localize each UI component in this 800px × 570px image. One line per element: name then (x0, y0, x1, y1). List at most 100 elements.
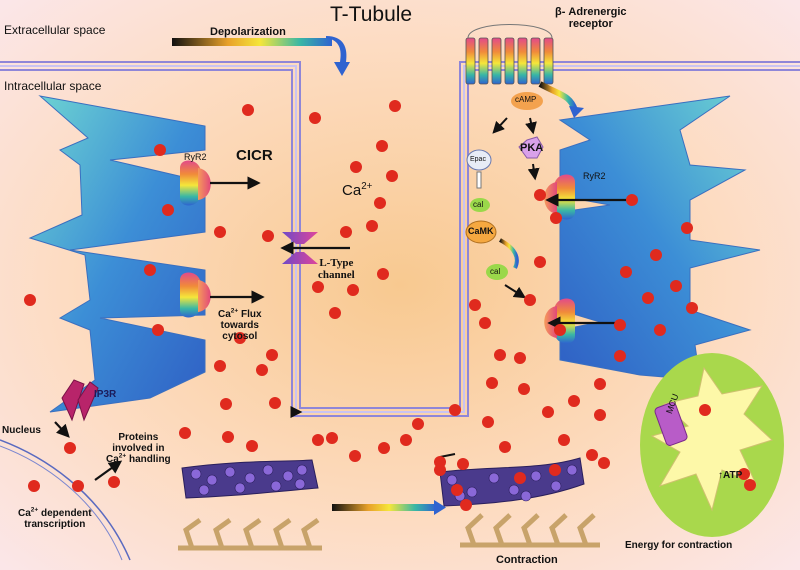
calcium-ion (499, 441, 511, 453)
camk-label: CaMK (468, 226, 494, 236)
extracellular-label: Extracellular space (4, 23, 106, 37)
calcium-ion (162, 204, 174, 216)
calcium-ion (28, 480, 40, 492)
transcription-ca: Ca (18, 508, 31, 519)
calcium-ion (542, 406, 554, 418)
calcium-ion (144, 264, 156, 276)
myofilament-fibers (190, 464, 578, 502)
calcium-ion (550, 212, 562, 224)
proteins-charge: 2+ (118, 452, 127, 460)
intracellular-label: Intracellular space (4, 79, 102, 93)
calcium-ion (72, 480, 84, 492)
depolarization-label: Depolarization (210, 26, 286, 38)
signaling-arrows (492, 117, 540, 299)
calcium-ion (626, 194, 638, 206)
calcium-ion (412, 418, 424, 430)
depolarization-arrow (172, 38, 332, 46)
calcium-ion (246, 440, 258, 452)
calcium-ions (24, 100, 756, 511)
calcium-ion (614, 350, 626, 362)
ryr2-left-top (180, 160, 211, 206)
calcium-ion (242, 104, 254, 116)
calcium-ion (460, 499, 472, 511)
calcium-ion (479, 317, 491, 329)
calcium-ion (234, 332, 246, 344)
contraction-arrowhead (434, 500, 446, 515)
calcium-ion (738, 468, 750, 480)
contraction-arrow (332, 504, 436, 511)
calcium-ion (347, 284, 359, 296)
calcium-ion (179, 427, 191, 439)
calcium-ion (598, 457, 610, 469)
calcium-ion (614, 319, 626, 331)
calcium-ion (744, 479, 756, 491)
flux-text: Flux (238, 309, 262, 320)
calcium-ion (154, 144, 166, 156)
mcu-channel (654, 402, 688, 446)
epac-label: Epac (470, 156, 486, 163)
receptor-signal-arrowhead (569, 106, 584, 118)
calcium-ion (350, 161, 362, 173)
cal-label-1: cal (473, 200, 484, 209)
flux-ca: Ca (218, 309, 231, 320)
calcium-ion (262, 230, 274, 242)
calcium-ion (514, 352, 526, 364)
calcium-ion (620, 266, 632, 278)
actin-filaments-left (178, 517, 322, 551)
calcium-ion (220, 398, 232, 410)
calcium-ion (469, 299, 481, 311)
calcium-ion (326, 432, 338, 444)
ryr2-left-bottom (180, 272, 211, 318)
ip3r-label: IP3R (94, 389, 117, 400)
camp-label: cAMP (515, 95, 537, 104)
transcription-label: Ca2+ dependent transcription (18, 506, 92, 530)
beta-adrenergic-receptor (465, 37, 554, 85)
calcium-ion (376, 140, 388, 152)
energy-label: Energy for contraction (625, 540, 733, 551)
camk-molecule (465, 220, 497, 244)
calcium-ion (400, 434, 412, 446)
epac-stalk (476, 171, 482, 189)
proteins-line2: involved in (112, 443, 165, 454)
calcium-label: Ca2+ (342, 182, 372, 200)
atp-label: ↑ATP (718, 470, 743, 481)
l-type-channel (282, 232, 318, 264)
calcium-ion (586, 449, 598, 461)
calcium-ion (681, 222, 693, 234)
calcium-ion (266, 349, 278, 361)
flux-label: Ca2+ Flux towards cytosol (218, 308, 262, 342)
contraction-feed-arrow (439, 453, 456, 458)
calcium-ion (389, 100, 401, 112)
transcription-end: dependent (38, 508, 92, 519)
calcium-ion (486, 377, 498, 389)
calcium-ion (554, 324, 566, 336)
calcium-ion (518, 383, 530, 395)
calcium-ion (312, 281, 324, 293)
calcium-ion (256, 364, 268, 376)
flux-label-line3: cytosol (222, 331, 258, 342)
ip3r-receptor (61, 379, 99, 422)
calcium-ion (534, 256, 546, 268)
calcium-label-text: Ca (342, 182, 362, 199)
calcium-ion (312, 434, 324, 446)
camp-molecule (511, 92, 543, 110)
calcium-ion (24, 294, 36, 306)
depolarization-arrowhead (326, 36, 350, 76)
calcium-ion (374, 197, 386, 209)
cal-molecule-2 (486, 264, 508, 280)
flux-label-line1: Ca2+ Flux (218, 308, 262, 320)
calcium-ion (650, 249, 662, 261)
calcium-ion (594, 409, 606, 421)
calcium-ion (366, 220, 378, 232)
receptor-loop (467, 24, 553, 39)
calcium-ion (699, 404, 711, 416)
calcium-ion (482, 416, 494, 428)
nucleus-envelope (0, 439, 131, 561)
calcium-ion (642, 292, 654, 304)
contraction-label: Contraction (496, 554, 558, 566)
proteins-line3: Ca2+ handling (106, 452, 171, 465)
transcription-charge: 2+ (30, 506, 39, 514)
transcription-line1: Ca2+ dependent (18, 506, 92, 519)
